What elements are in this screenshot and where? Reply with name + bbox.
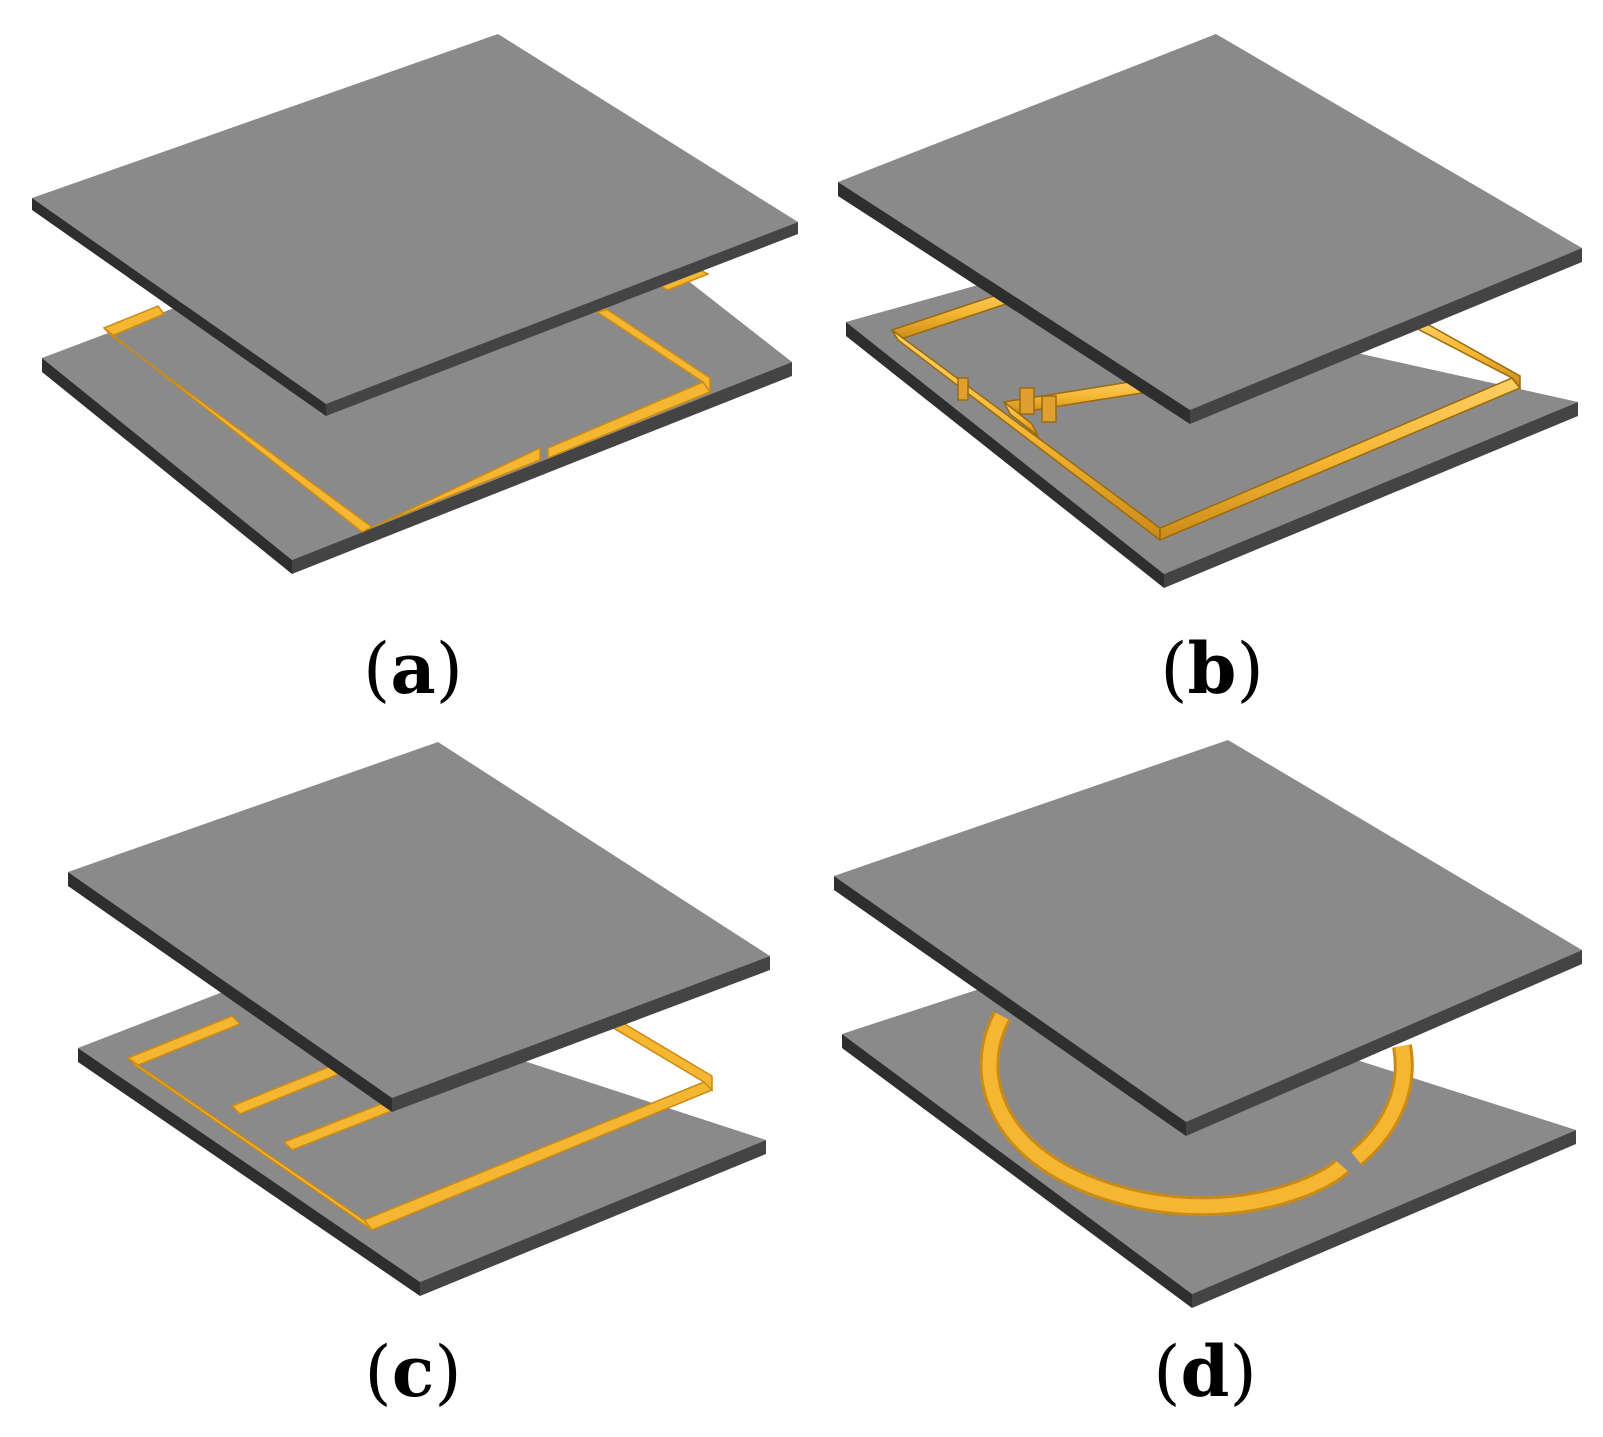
caption-a-close-paren: )	[435, 628, 463, 710]
caption-a: (a)	[363, 634, 463, 705]
caption-c-open-paren: (	[364, 1331, 392, 1413]
bottom-plate-b	[846, 276, 1578, 588]
caption-c-close-paren: )	[434, 1331, 462, 1413]
caption-b-close-paren: )	[1236, 628, 1264, 710]
panel-c	[68, 742, 770, 1296]
split-ring-b	[890, 285, 1522, 542]
caption-a-open-paren: (	[363, 628, 391, 710]
caption-d-close-paren: )	[1229, 1331, 1257, 1413]
caption-d-letter: d	[1180, 1330, 1230, 1413]
caption-b-open-paren: (	[1160, 628, 1188, 710]
caption-d-open-paren: (	[1153, 1331, 1181, 1413]
top-plate-c	[68, 742, 770, 1112]
top-plate-d	[834, 740, 1582, 1136]
bottom-plate-d	[842, 964, 1576, 1308]
top-plate-a	[32, 34, 798, 416]
caption-b-letter: b	[1187, 627, 1237, 710]
panel-a	[32, 34, 798, 574]
caption-a-letter: a	[390, 627, 436, 710]
caption-b: (b)	[1160, 634, 1264, 705]
caption-d: (d)	[1153, 1337, 1257, 1408]
panel-d	[834, 740, 1582, 1308]
caption-c-letter: c	[391, 1330, 435, 1413]
bottom-plate-c	[78, 976, 766, 1296]
caption-c: (c)	[364, 1337, 461, 1408]
top-plate-b	[838, 34, 1582, 424]
panel-b	[838, 34, 1582, 588]
split-ring-d	[979, 1011, 1414, 1217]
